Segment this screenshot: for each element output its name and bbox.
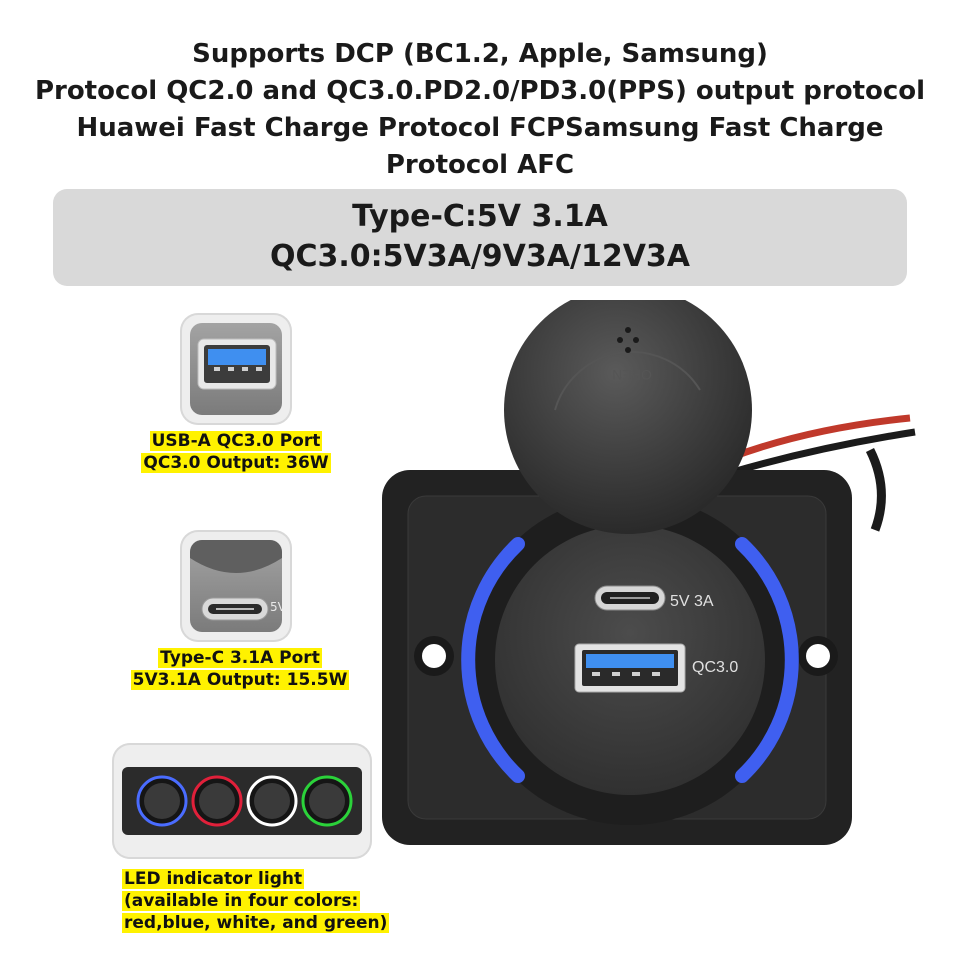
header-line-4: Protocol AFC — [385, 150, 575, 180]
led-caption: LED indicator light (available in four c… — [122, 868, 422, 934]
output-spec-box: Type-C:5V 3.1A QC3.0:5V3A/9V3A/12V3A — [53, 189, 907, 286]
led-dial-face-0 — [144, 783, 180, 819]
usb-c-port-label: 5V 3A — [670, 593, 714, 610]
led-variants-thumbnail — [112, 743, 372, 859]
usb-c-title: Type-C 3.1A Port — [158, 648, 322, 668]
usb-c-caption: Type-C 3.1A Port 5V3.1A Output: 15.5W — [120, 647, 360, 691]
header-line-3: Huawei Fast Charge Protocol FCPSamsung F… — [76, 113, 884, 143]
spec-line-typec: Type-C:5V 3.1A — [352, 199, 608, 234]
led-dial-face-1 — [199, 783, 235, 819]
header-line-2: Protocol QC2.0 and QC3.0.PD2.0/PD3.0(PPS… — [34, 76, 926, 106]
dust-cap — [504, 300, 752, 534]
led-detail-2: red,blue, white, and green) — [122, 913, 390, 933]
led-ring-left — [461, 537, 525, 783]
usb-c-thumbnail: 5V — [180, 530, 292, 642]
usb-c-detail: 5V3.1A Output: 15.5W — [130, 670, 350, 690]
spec-line-qc3: QC3.0:5V3A/9V3A/12V3A — [270, 239, 690, 274]
led-detail-1: (available in four colors: — [122, 891, 361, 911]
led-variants-icon — [122, 767, 362, 835]
usb-c-thumb-label: 5V — [270, 600, 282, 614]
usb-a-thumbnail — [180, 313, 292, 425]
usb-a-title: USB-A QC3.0 Port — [149, 431, 323, 451]
led-ring-right — [735, 537, 799, 783]
cap-open-label: OPEN — [612, 367, 652, 383]
usb-c-port-icon — [190, 540, 282, 621]
usb-a-detail: QC3.0 Output: 36W — [141, 453, 331, 473]
header-line-1: Supports DCP (BC1.2, Apple, Samsung) — [192, 39, 768, 69]
usb-a-port-icon — [197, 338, 277, 390]
led-dial-face-3 — [309, 783, 345, 819]
charger-socket-panel: 5V 3A QC3.0 OPEN — [382, 300, 916, 845]
led-title: LED indicator light — [122, 869, 305, 889]
led-dial-face-2 — [254, 783, 290, 819]
protocol-header: Supports DCP (BC1.2, Apple, Samsung) Pro… — [0, 36, 960, 184]
usb-a-caption: USB-A QC3.0 Port QC3.0 Output: 36W — [126, 430, 346, 474]
usb-a-port-label: QC3.0 — [692, 659, 738, 676]
